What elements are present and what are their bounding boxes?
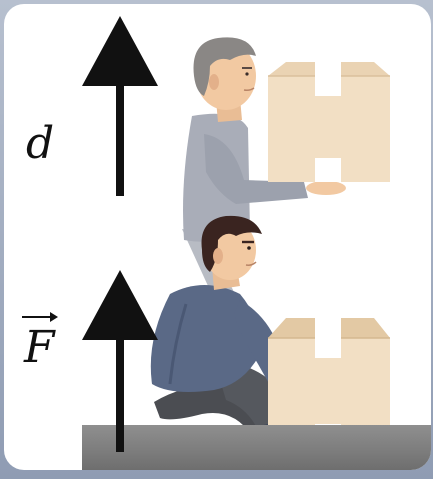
- displacement-arrow-icon: [82, 16, 158, 196]
- arrows-layer: [4, 4, 431, 470]
- force-arrow-icon: [82, 270, 158, 452]
- force-label: F: [24, 326, 55, 370]
- displacement-label: d: [26, 122, 54, 166]
- illustration-panel: d F: [4, 4, 431, 470]
